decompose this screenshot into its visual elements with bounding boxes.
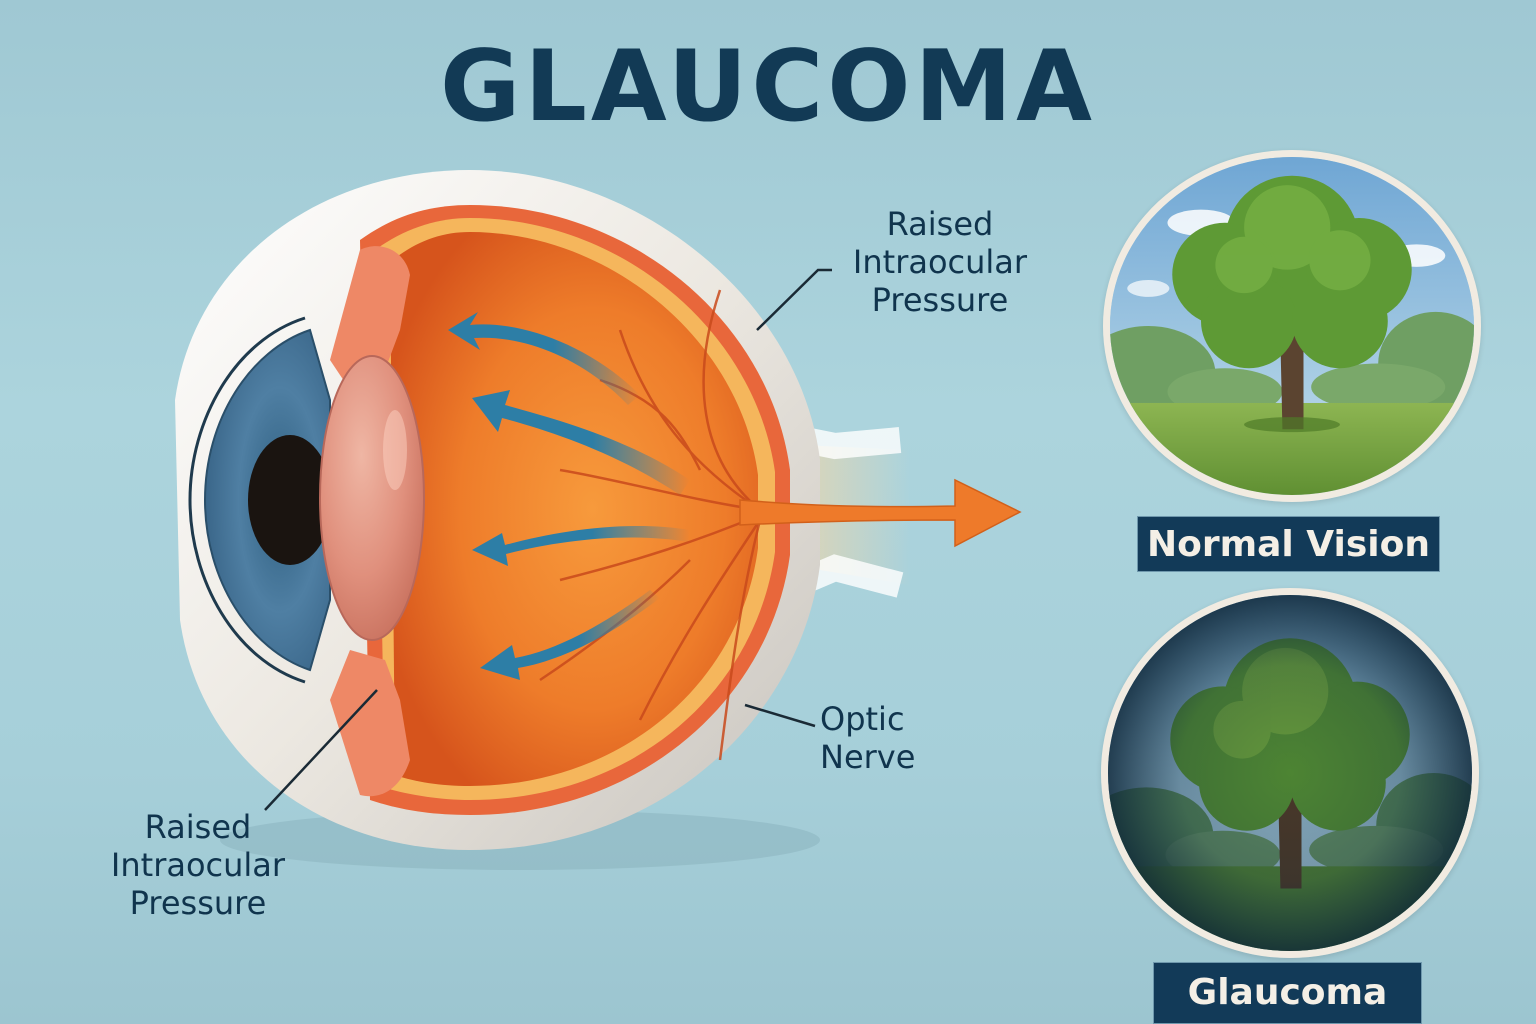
label-line: Optic [820, 700, 905, 738]
glaucoma-caption: Glaucoma [1153, 962, 1422, 1024]
label-optic-nerve: Optic Nerve [820, 700, 960, 776]
tree-scene-icon [1110, 157, 1474, 495]
label-line: Raised [144, 808, 252, 846]
label-line: Pressure [871, 281, 1009, 319]
glaucoma-vision-image [1101, 588, 1479, 958]
label-line: Pressure [129, 884, 267, 922]
label-raised-pressure-top: Raised Intraocular Pressure [830, 205, 1050, 319]
label-line: Raised [886, 205, 994, 243]
label-line: Intraocular [852, 243, 1028, 281]
label-line: Intraocular [110, 846, 286, 884]
label-line: Nerve [820, 738, 916, 776]
tree-scene-vignette-icon [1108, 595, 1472, 951]
page-title: GLAUCOMA [440, 30, 1096, 144]
normal-vision-image [1103, 150, 1481, 502]
label-raised-pressure-bottom: Raised Intraocular Pressure [78, 808, 318, 922]
normal-vision-caption: Normal Vision [1137, 516, 1440, 572]
fluid-flow-arrows [448, 312, 690, 680]
